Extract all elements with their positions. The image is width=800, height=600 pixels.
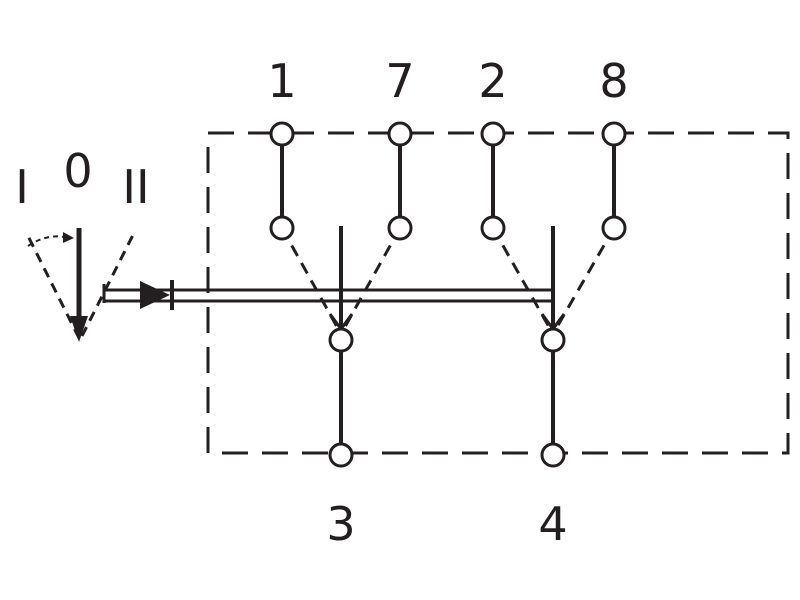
terminal-8-inner <box>601 215 627 241</box>
terminal-label-3: 3 <box>326 497 355 551</box>
actuator-lever <box>26 228 136 342</box>
terminal-label-1: 1 <box>267 54 296 108</box>
terminal-7-inner <box>387 215 413 241</box>
position-label-zero: 0 <box>63 144 92 198</box>
terminal-label-8: 8 <box>599 54 628 108</box>
terminal-1-inner <box>269 215 295 241</box>
position-label-one: I <box>15 160 29 214</box>
top-contact-stubs <box>280 134 616 228</box>
terminal-3-inner <box>328 327 354 353</box>
linkage-arrowhead <box>140 281 170 309</box>
terminal-7-outer <box>387 121 413 147</box>
terminal-8-outer <box>601 121 627 147</box>
terminal-label-7: 7 <box>385 54 414 108</box>
rotation-arc <box>27 235 65 247</box>
mechanical-linkage <box>102 280 552 310</box>
moving-contacts <box>328 226 566 455</box>
terminals <box>269 121 627 468</box>
terminal-3-outer <box>328 442 354 468</box>
lever-dashed-position-one <box>26 235 81 339</box>
terminal-2-outer <box>480 121 506 147</box>
lever-dashed-position-two <box>80 232 136 337</box>
terminal-2-inner <box>480 215 506 241</box>
terminal-4-inner <box>540 327 566 353</box>
switch-housing <box>206 131 790 455</box>
position-label-two: II <box>122 160 149 214</box>
terminal-4-outer <box>540 442 566 468</box>
lever-arrowhead <box>70 316 88 342</box>
terminal-label-2: 2 <box>478 54 507 108</box>
rotation-arrowhead <box>63 232 74 243</box>
terminal-1-outer <box>269 121 295 147</box>
terminal-label-4: 4 <box>538 497 567 551</box>
